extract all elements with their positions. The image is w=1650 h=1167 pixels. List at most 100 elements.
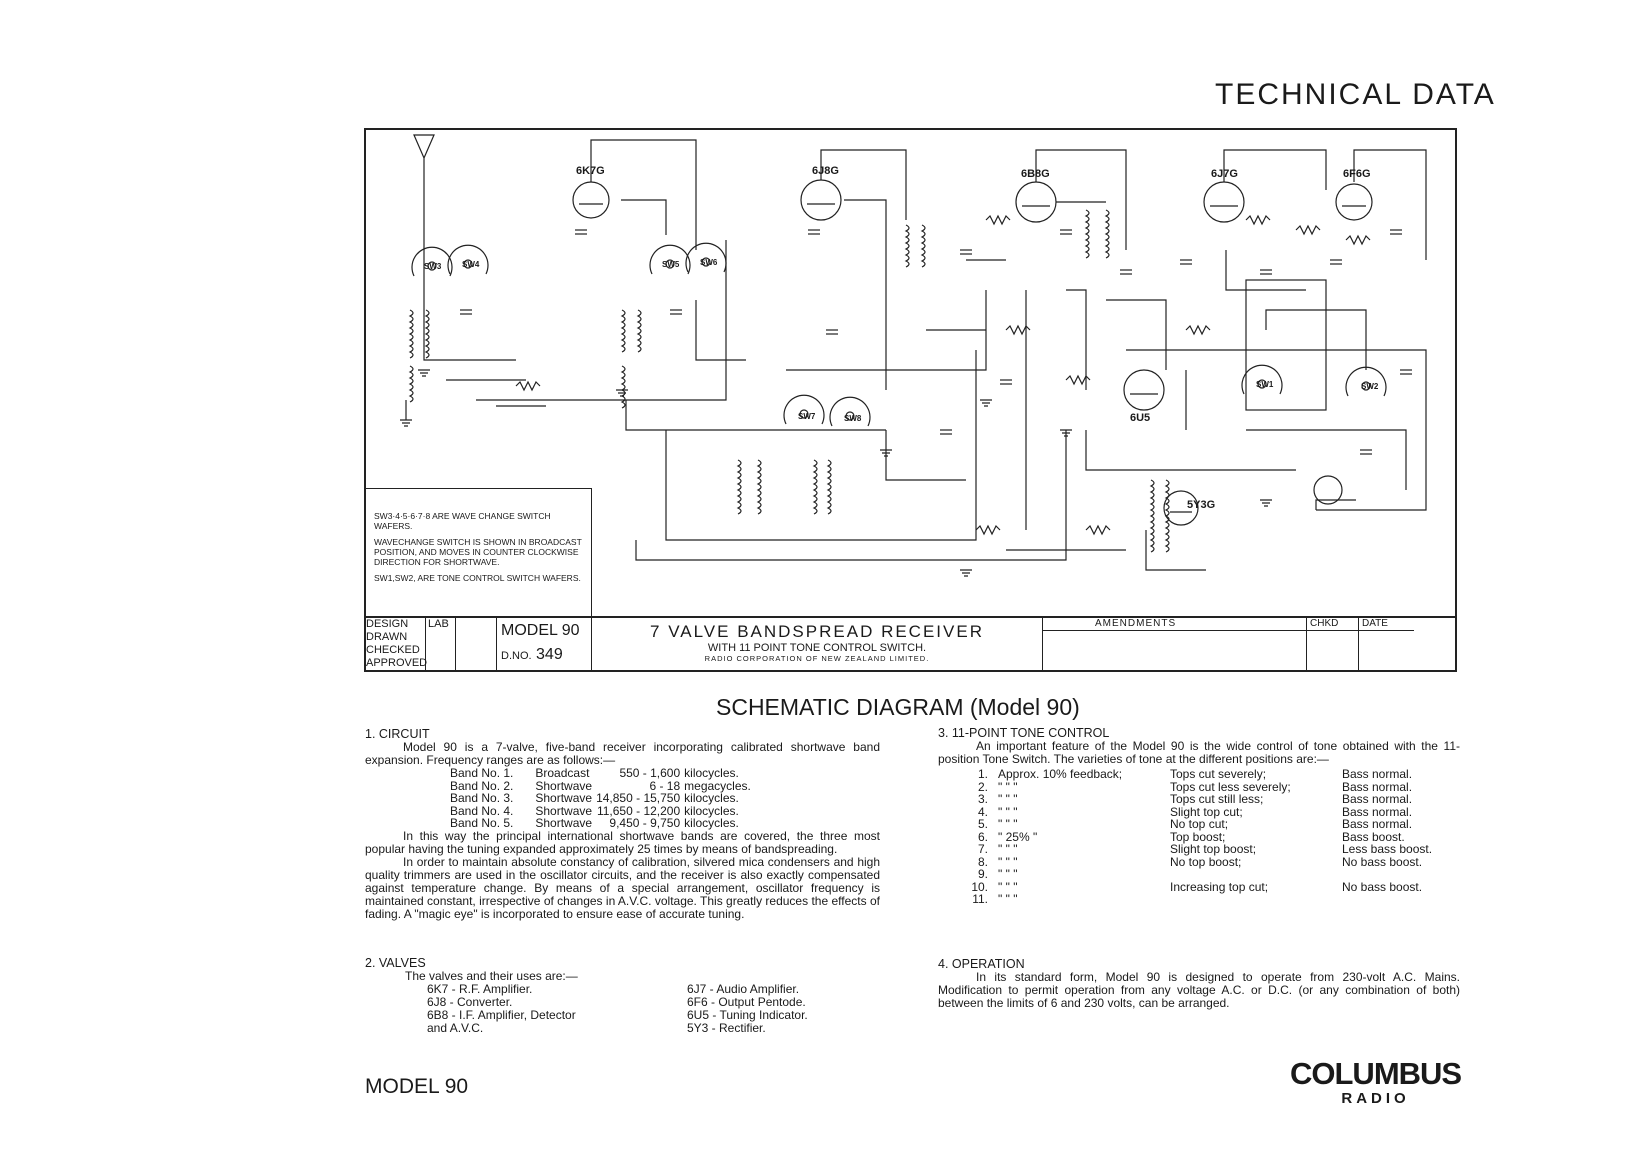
chkd-cell: CHKD xyxy=(1306,618,1358,672)
circuit-wire xyxy=(1126,349,1427,511)
band-cell: megacycles. xyxy=(684,778,751,793)
tone-row: 9." " " xyxy=(964,868,1436,881)
tone-row: 2." " "Tops cut less severely;Bass norma… xyxy=(964,779,1436,794)
circuit-para-bands: In this way the principal international … xyxy=(365,828,880,856)
tone-cell xyxy=(1342,893,1436,906)
tone-table: 1.Approx. 10% feedback;Tops cut severely… xyxy=(964,768,1436,906)
valve-use-item: 6U5 - Tuning Indicator. xyxy=(687,1008,808,1022)
valve-label-6u5: 6U5 xyxy=(1130,412,1151,424)
band-cell: 9,450 - 9,750 xyxy=(609,816,681,830)
ground-symbol xyxy=(960,569,972,577)
tone-cell: " " " xyxy=(998,879,1018,894)
band-cell: Band No. 1. xyxy=(450,766,514,780)
switch-wafer xyxy=(783,394,825,425)
switch-center xyxy=(665,259,675,269)
valve-use-item: 6K7 - R.F. Amplifier. xyxy=(427,982,533,996)
speaker-socket-symbol xyxy=(1313,475,1343,505)
band-cell: Band No. 5. xyxy=(450,816,514,830)
approved-label: APPROVED xyxy=(366,657,428,669)
circuit-wire xyxy=(590,139,697,250)
circuit-wire xyxy=(1085,430,1296,471)
circuit-wire xyxy=(1315,499,1356,510)
resistor-symbol xyxy=(1005,324,1031,336)
tone-cell: Slight top boost; xyxy=(1170,842,1257,856)
valves-intro: The valves and their uses are:— xyxy=(405,969,578,983)
switch-center xyxy=(1257,379,1267,389)
company-name: RADIO CORPORATION OF NEW ZEALAND LIMITED… xyxy=(704,654,930,663)
resistor-symbol xyxy=(1345,234,1371,246)
tone-cell: 7. xyxy=(977,842,988,856)
schematic-diagram-title: SCHEMATIC DIAGRAM (Model 90) xyxy=(716,694,1080,720)
tone-cell: " " " xyxy=(998,842,1018,856)
circuit-section: 1. CIRCUIT Model 90 is a 7-valve, five-b… xyxy=(365,728,880,921)
circuit-wire xyxy=(635,430,1067,561)
valve-use-item: 6J7 - Audio Amplifier. xyxy=(687,982,800,996)
circuit-wire xyxy=(695,300,746,361)
circuit-wire xyxy=(844,199,887,390)
footer-model-name: MODEL 90 xyxy=(365,1075,469,1098)
columbus-radio-logo: COLUMBUS RADIO xyxy=(1290,1058,1462,1108)
coil-winding xyxy=(424,309,430,359)
ground-symbol xyxy=(418,369,430,377)
tone-cell: Top boost; xyxy=(1170,829,1226,844)
valve-use-item: and A.V.C. xyxy=(427,1021,484,1035)
band-cell: kilocycles. xyxy=(684,766,739,780)
valve-label-6k7g: 6K7G xyxy=(576,165,605,177)
circuit-wire xyxy=(885,430,966,481)
coil-winding xyxy=(620,309,626,353)
model-cell: MODEL 90 D.NO. 349 xyxy=(496,618,592,672)
band-cell: Shortwave xyxy=(535,778,593,793)
tone-row: 5." " "No top cut;Bass normal. xyxy=(964,818,1436,831)
tone-cell: Less bass boost. xyxy=(1342,842,1433,856)
ground-symbol xyxy=(1060,429,1072,437)
tone-cell xyxy=(1342,868,1436,881)
circuit-wire xyxy=(1035,149,1127,250)
circuit-diagram xyxy=(400,134,1427,577)
drawing-title-block: DESIGN DRAWN CHECKED APPROVED LAB MODEL … xyxy=(366,616,1455,672)
band-cell: 14,850 - 15,750 xyxy=(596,791,681,805)
resistor-symbol xyxy=(1185,324,1211,336)
valves-list-left: 6K7 - R.F. Amplifier.6J8 - Converter.6B8… xyxy=(427,983,687,1035)
tone-cell: " 25% " xyxy=(998,829,1038,844)
ground-symbol xyxy=(980,399,992,407)
resistor-symbol xyxy=(1245,214,1271,226)
switch-wafer xyxy=(447,244,489,275)
antenna-symbol xyxy=(413,134,435,240)
drawing-title-cell: 7 VALVE BANDSPREAD RECEIVER WITH 11 POIN… xyxy=(592,618,1042,672)
date-label: DATE xyxy=(1359,618,1414,631)
circuit-wire xyxy=(820,149,907,220)
resistor-symbol xyxy=(1085,524,1111,536)
switch-center xyxy=(799,409,809,419)
tone-cell: 2. xyxy=(977,779,988,794)
tone-cell: 9. xyxy=(977,867,988,881)
switch-wafer xyxy=(411,246,453,277)
switch-label-sw2: SW2 xyxy=(1361,382,1379,391)
tone-row: 11." " " xyxy=(964,893,1436,906)
tone-row: 10." " "Increasing top cut;No bass boost… xyxy=(964,879,1436,894)
amendments-label: AMENDMENTS xyxy=(1043,618,1306,631)
amendments-cell: AMENDMENTS xyxy=(1042,618,1306,672)
tone-cell: 4. xyxy=(977,804,988,819)
valve-symbol xyxy=(572,181,610,219)
switch-center xyxy=(1361,381,1371,391)
tone-cell: No top cut; xyxy=(1170,817,1229,831)
circuit-wire xyxy=(1366,429,1407,490)
valve-symbol xyxy=(1123,369,1165,411)
coil-winding xyxy=(1084,209,1090,259)
band-cell: Shortwave xyxy=(535,816,593,830)
valve-use-item: 6B8 - I.F. Amplifier, Detector xyxy=(427,1008,576,1022)
coil-winding xyxy=(826,459,832,515)
drawing-sub-title: WITH 11 POINT TONE CONTROL SWITCH. xyxy=(707,642,927,654)
signoff-labels: DESIGN DRAWN CHECKED APPROVED xyxy=(366,618,428,672)
valve-symbol xyxy=(1163,490,1199,526)
coil-winding xyxy=(408,365,414,403)
tone-row: 4." " "Slight top cut;Bass normal. xyxy=(964,804,1436,819)
circuit-wire xyxy=(1066,289,1087,390)
coil-winding xyxy=(636,309,642,353)
switch-label-sw8: SW8 xyxy=(844,414,862,423)
